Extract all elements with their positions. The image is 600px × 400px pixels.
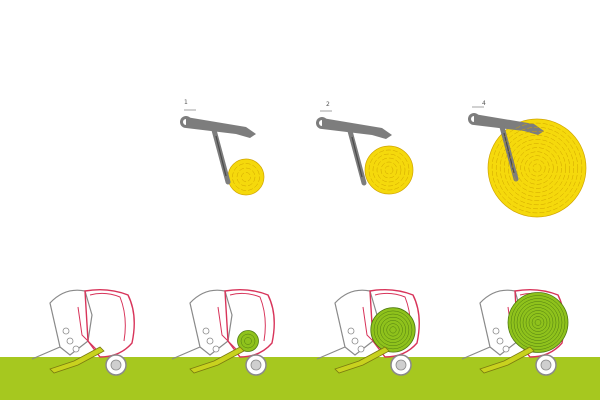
- bale-layer: [531, 316, 545, 329]
- bale-layer: [376, 157, 402, 183]
- bale-layer: [380, 161, 398, 179]
- roller: [347, 327, 355, 335]
- bale: [227, 158, 265, 196]
- round-baler: [316, 288, 420, 376]
- frame-arm: [217, 306, 237, 350]
- cylinder-rod: [351, 136, 363, 178]
- pickup: [334, 346, 390, 374]
- round-baler: [31, 288, 135, 376]
- bale-layer: [495, 126, 579, 210]
- bale-layer: [491, 122, 583, 214]
- arm-stage: 2: [316, 101, 414, 195]
- roller: [351, 337, 359, 345]
- bale-layer: [528, 159, 546, 177]
- lever-arm: [474, 114, 544, 135]
- arm-stage: 1: [180, 99, 265, 196]
- chamber-frame: [89, 292, 126, 342]
- bale-layer: [244, 337, 252, 345]
- bale-layer: [376, 313, 410, 347]
- roller: [62, 327, 70, 335]
- bale-layer: [525, 310, 551, 335]
- bale-layer: [508, 139, 566, 197]
- roller: [496, 337, 504, 345]
- bale-layer: [519, 304, 557, 341]
- bale-layer: [522, 307, 554, 338]
- bale: [487, 118, 587, 218]
- pickup: [479, 346, 535, 374]
- bale-layer: [534, 319, 542, 326]
- bale-layer: [236, 167, 256, 187]
- chamber-frame: [229, 292, 266, 342]
- lever-arm: [186, 117, 256, 138]
- drawbar: [461, 346, 491, 360]
- bale-layer: [240, 333, 256, 349]
- roller: [502, 345, 510, 353]
- bale-layer: [532, 163, 542, 173]
- baler-chamber: [84, 288, 135, 358]
- bale-layer: [372, 153, 406, 187]
- lever-arm: [322, 118, 392, 139]
- bale-layer: [512, 143, 562, 193]
- wheel-hub: [250, 359, 262, 371]
- bale: [237, 330, 259, 352]
- bale-layer: [368, 149, 410, 191]
- bale: [370, 307, 416, 353]
- bale-layer: [373, 310, 413, 350]
- round-baler: [461, 288, 569, 376]
- roller: [357, 345, 365, 353]
- tension-arm-icon: [316, 110, 392, 186]
- wheel-hub: [540, 359, 552, 371]
- bale-layer: [383, 320, 403, 340]
- bale-layer: [524, 155, 550, 181]
- bale-layer: [510, 295, 566, 350]
- drawbar: [31, 346, 61, 360]
- arm-stage: 4: [468, 100, 587, 218]
- pickup: [189, 346, 245, 374]
- bale-layer: [386, 323, 400, 337]
- stage-label: 4: [482, 100, 486, 107]
- tension-arm-icon: [468, 106, 544, 182]
- bale-layer: [528, 313, 548, 332]
- drawbar: [316, 346, 346, 360]
- frame-arm: [77, 306, 97, 350]
- bale-layer: [516, 147, 558, 189]
- drawbar: [171, 346, 201, 360]
- round-baler: [171, 288, 275, 376]
- cylinder-rod: [215, 135, 227, 177]
- wheel-hub: [110, 359, 122, 371]
- bale-layer: [384, 165, 394, 175]
- stage-label: 1: [184, 99, 188, 106]
- roller: [202, 327, 210, 335]
- stage-label: 2: [326, 101, 330, 108]
- bale: [364, 145, 414, 195]
- bale-layer: [499, 130, 575, 206]
- bale-layer: [504, 135, 570, 201]
- bale-layer: [389, 326, 397, 334]
- wheel-hub: [395, 359, 407, 371]
- bale-layer: [232, 163, 260, 191]
- bale-layer: [241, 172, 251, 182]
- bale-layer: [520, 151, 554, 185]
- bale-layer: [516, 301, 560, 344]
- roller: [72, 345, 80, 353]
- tension-arm-icon: [180, 109, 256, 185]
- bale-layer: [513, 298, 563, 347]
- bale-layer: [380, 316, 406, 343]
- roller: [492, 327, 500, 335]
- roller: [206, 337, 214, 345]
- roller: [212, 345, 220, 353]
- pickup: [49, 346, 105, 374]
- roller: [66, 337, 74, 345]
